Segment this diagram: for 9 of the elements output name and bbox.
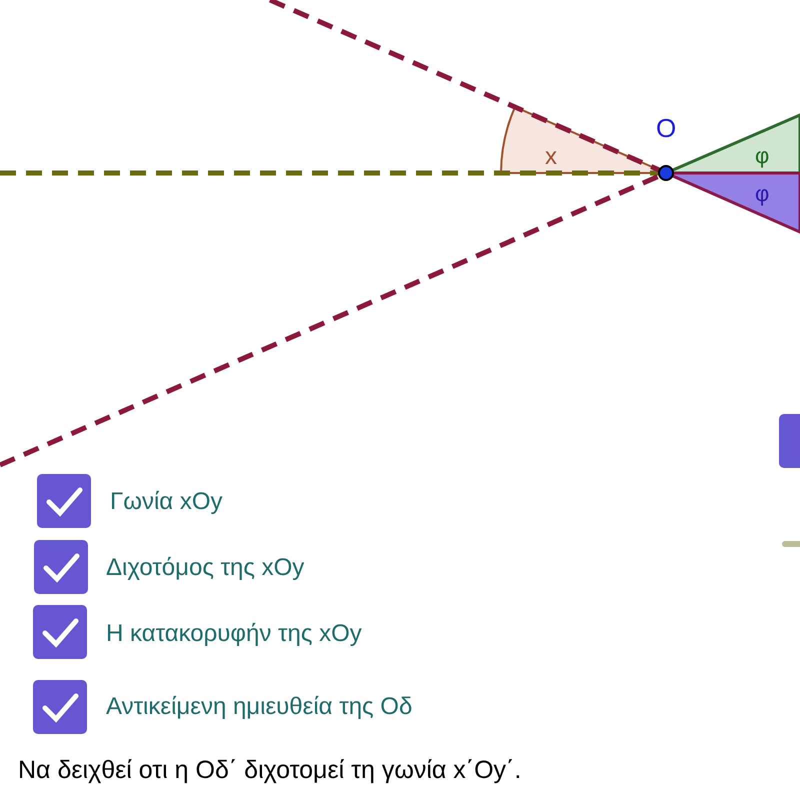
checkbox-label: Αντικείμενη ημιευθεία της Οδ <box>106 695 412 719</box>
caption: Να δειχθεί οτι η Οδ΄ διχοτομεί τη γωνία x΄Oy΄. <box>18 758 522 783</box>
checkbox-label: Γωνία xOy <box>110 490 222 514</box>
checkbox-label: Διχοτόμος της xOy <box>106 556 304 580</box>
angle-label: x <box>545 145 557 169</box>
point-label: O <box>656 115 676 141</box>
checkbox-label: Η κατακορυφήν της xOy <box>106 622 362 646</box>
angle-label: φ <box>755 183 770 205</box>
angle-label: φ <box>755 145 770 167</box>
